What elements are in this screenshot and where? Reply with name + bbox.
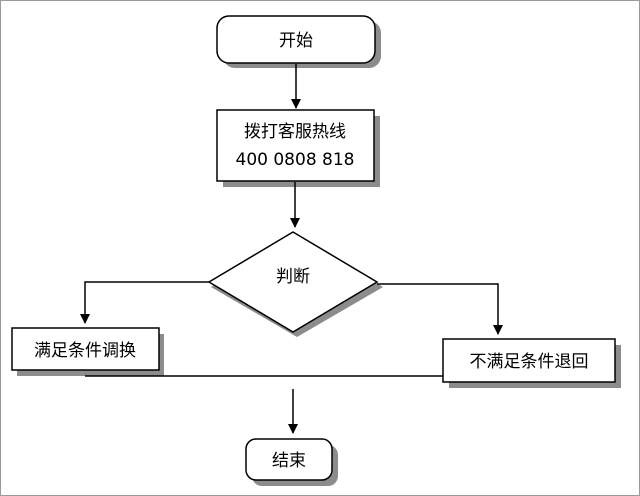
call-node-title: 拨打客服热线	[244, 122, 346, 142]
decision-node-label: 判断	[276, 267, 310, 287]
decision-node-shape	[207, 231, 379, 333]
return-node-label: 不满足条件退回	[470, 352, 589, 372]
end-node: 结束	[245, 438, 338, 486]
exchange-node-label: 满足条件调换	[34, 341, 136, 361]
return-node-shape	[442, 338, 616, 383]
exchange-node-shape	[11, 327, 160, 371]
return-node: 不满足条件退回	[442, 338, 621, 388]
decision-node: 判断	[207, 231, 383, 337]
arrow-decision-to-return	[377, 283, 503, 335]
end-node-label: 结束	[272, 451, 306, 471]
call-node-hotline: 400 0808 818	[236, 150, 355, 170]
start-node-shape	[216, 15, 376, 64]
end-node-shape	[245, 438, 333, 481]
exchange-node: 满足条件调换	[11, 327, 164, 376]
arrow-decision-to-exchange	[80, 281, 209, 324]
call-node-shape	[216, 109, 375, 182]
start-node: 开始	[216, 15, 381, 68]
call-node: 拨打客服热线 400 0808 818	[216, 109, 380, 187]
start-node-label: 开始	[279, 31, 313, 51]
